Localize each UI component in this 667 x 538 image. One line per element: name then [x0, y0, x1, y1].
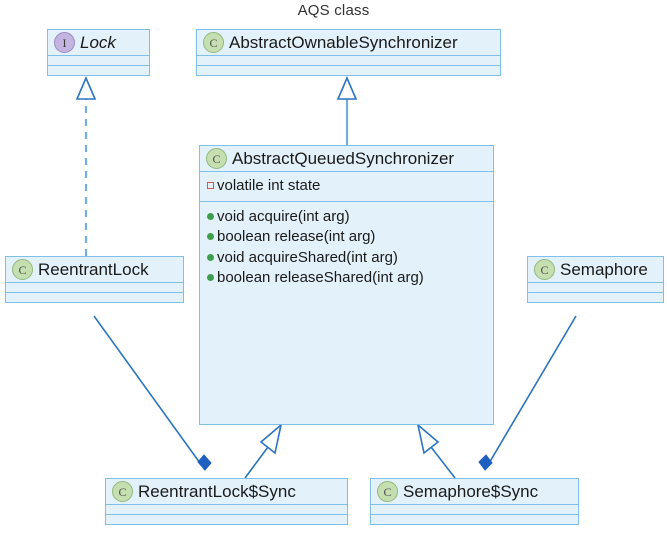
rel-rlsync-extends-aqs	[244, 422, 283, 479]
field-row[interactable]: volatile int state	[204, 176, 489, 195]
method-label: boolean release(int arg)	[217, 228, 376, 246]
method-row[interactable]: boolean release(int arg)	[204, 227, 489, 246]
class-box-lock[interactable]: I Lock	[47, 29, 150, 76]
compartment-divider	[371, 514, 578, 515]
class-name-label: ReentrantLock	[38, 259, 149, 279]
class-name-label: Lock	[80, 32, 116, 52]
class-name-label: Semaphore$Sync	[403, 481, 539, 501]
method-dot-icon	[204, 268, 217, 281]
rel-reentrantlock-implements-lock	[75, 75, 97, 256]
compartment-divider	[197, 65, 500, 66]
rel-reentrantlock-composes-rlsync	[93, 315, 212, 471]
compartment-divider	[528, 292, 663, 293]
methods-compartment	[371, 515, 578, 524]
method-dot-icon	[204, 227, 217, 241]
class-header-reentrant-lock-sync: C ReentrantLock$Sync	[106, 479, 347, 504]
fields-compartment	[48, 56, 149, 65]
class-name-label: AbstractOwnableSynchronizer	[229, 32, 458, 52]
methods-compartment	[106, 515, 347, 524]
method-row[interactable]: void acquire(int arg)	[204, 207, 489, 226]
diagram-title: AQS class	[297, 2, 370, 19]
class-box-reentrant-lock-sync[interactable]: C ReentrantLock$Sync	[105, 478, 348, 525]
fields-compartment	[371, 505, 578, 514]
method-dot-icon	[204, 207, 217, 221]
field-label: volatile int state	[217, 177, 321, 194]
compartment-divider	[106, 504, 347, 505]
compartment-divider	[6, 292, 183, 293]
class-name-label: ReentrantLock$Sync	[138, 481, 296, 501]
compartment-divider	[6, 282, 183, 283]
class-box-reentrant-lock[interactable]: C ReentrantLock	[5, 256, 184, 303]
class-badge-icon: C	[534, 259, 555, 280]
class-badge-icon: C	[112, 481, 133, 502]
class-header-abstract-queued-synchronizer: C AbstractQueuedSynchronizer	[200, 146, 493, 171]
interface-badge-icon: I	[54, 32, 75, 53]
method-label: void acquire(int arg)	[217, 208, 350, 226]
methods-compartment	[528, 293, 663, 302]
compartment-divider	[48, 65, 149, 66]
method-row[interactable]: void acquireShared(int arg)	[204, 248, 489, 267]
method-dot-icon	[204, 248, 217, 261]
compartment-divider	[106, 514, 347, 515]
methods-compartment	[197, 66, 500, 75]
class-box-abstract-ownable-synchronizer[interactable]: C AbstractOwnableSynchronizer	[196, 29, 501, 76]
field-square-icon	[204, 176, 217, 189]
class-badge-icon: C	[203, 32, 224, 53]
rel-semsync-extends-aqs	[416, 422, 456, 479]
class-header-lock: I Lock	[48, 30, 149, 55]
class-header-semaphore: C Semaphore	[528, 257, 663, 282]
class-badge-icon: C	[12, 259, 33, 280]
methods-compartment: void acquire(int arg) boolean release(in…	[200, 202, 493, 292]
fields-compartment	[6, 283, 183, 292]
fields-compartment	[106, 505, 347, 514]
method-label: void acquireShared(int arg)	[217, 248, 398, 266]
class-header-semaphore-sync: C Semaphore$Sync	[371, 479, 578, 504]
fields-compartment	[197, 56, 500, 65]
class-header-reentrant-lock: C ReentrantLock	[6, 257, 183, 282]
class-box-abstract-queued-synchronizer[interactable]: C AbstractQueuedSynchronizer volatile in…	[199, 145, 494, 425]
class-box-semaphore-sync[interactable]: C Semaphore$Sync	[370, 478, 579, 525]
method-row[interactable]: boolean releaseShared(int arg)	[204, 268, 489, 287]
class-box-semaphore[interactable]: C Semaphore	[527, 256, 664, 303]
fields-compartment: volatile int state	[200, 172, 493, 202]
class-name-label: AbstractQueuedSynchronizer	[232, 148, 455, 168]
class-name-label: Semaphore	[560, 259, 648, 279]
compartment-divider	[48, 55, 149, 56]
compartment-divider	[200, 201, 493, 203]
compartment-divider	[197, 55, 500, 56]
compartment-divider	[371, 504, 578, 505]
fields-compartment	[528, 283, 663, 292]
compartment-divider	[200, 171, 493, 172]
class-header-abstract-ownable-synchronizer: C AbstractOwnableSynchronizer	[197, 30, 500, 55]
method-label: boolean releaseShared(int arg)	[217, 268, 424, 286]
methods-compartment	[48, 66, 149, 75]
methods-compartment	[6, 293, 183, 302]
rel-aqs-extends-aos	[336, 75, 358, 145]
compartment-divider	[528, 282, 663, 283]
class-badge-icon: C	[377, 481, 398, 502]
class-badge-icon: C	[206, 148, 227, 169]
